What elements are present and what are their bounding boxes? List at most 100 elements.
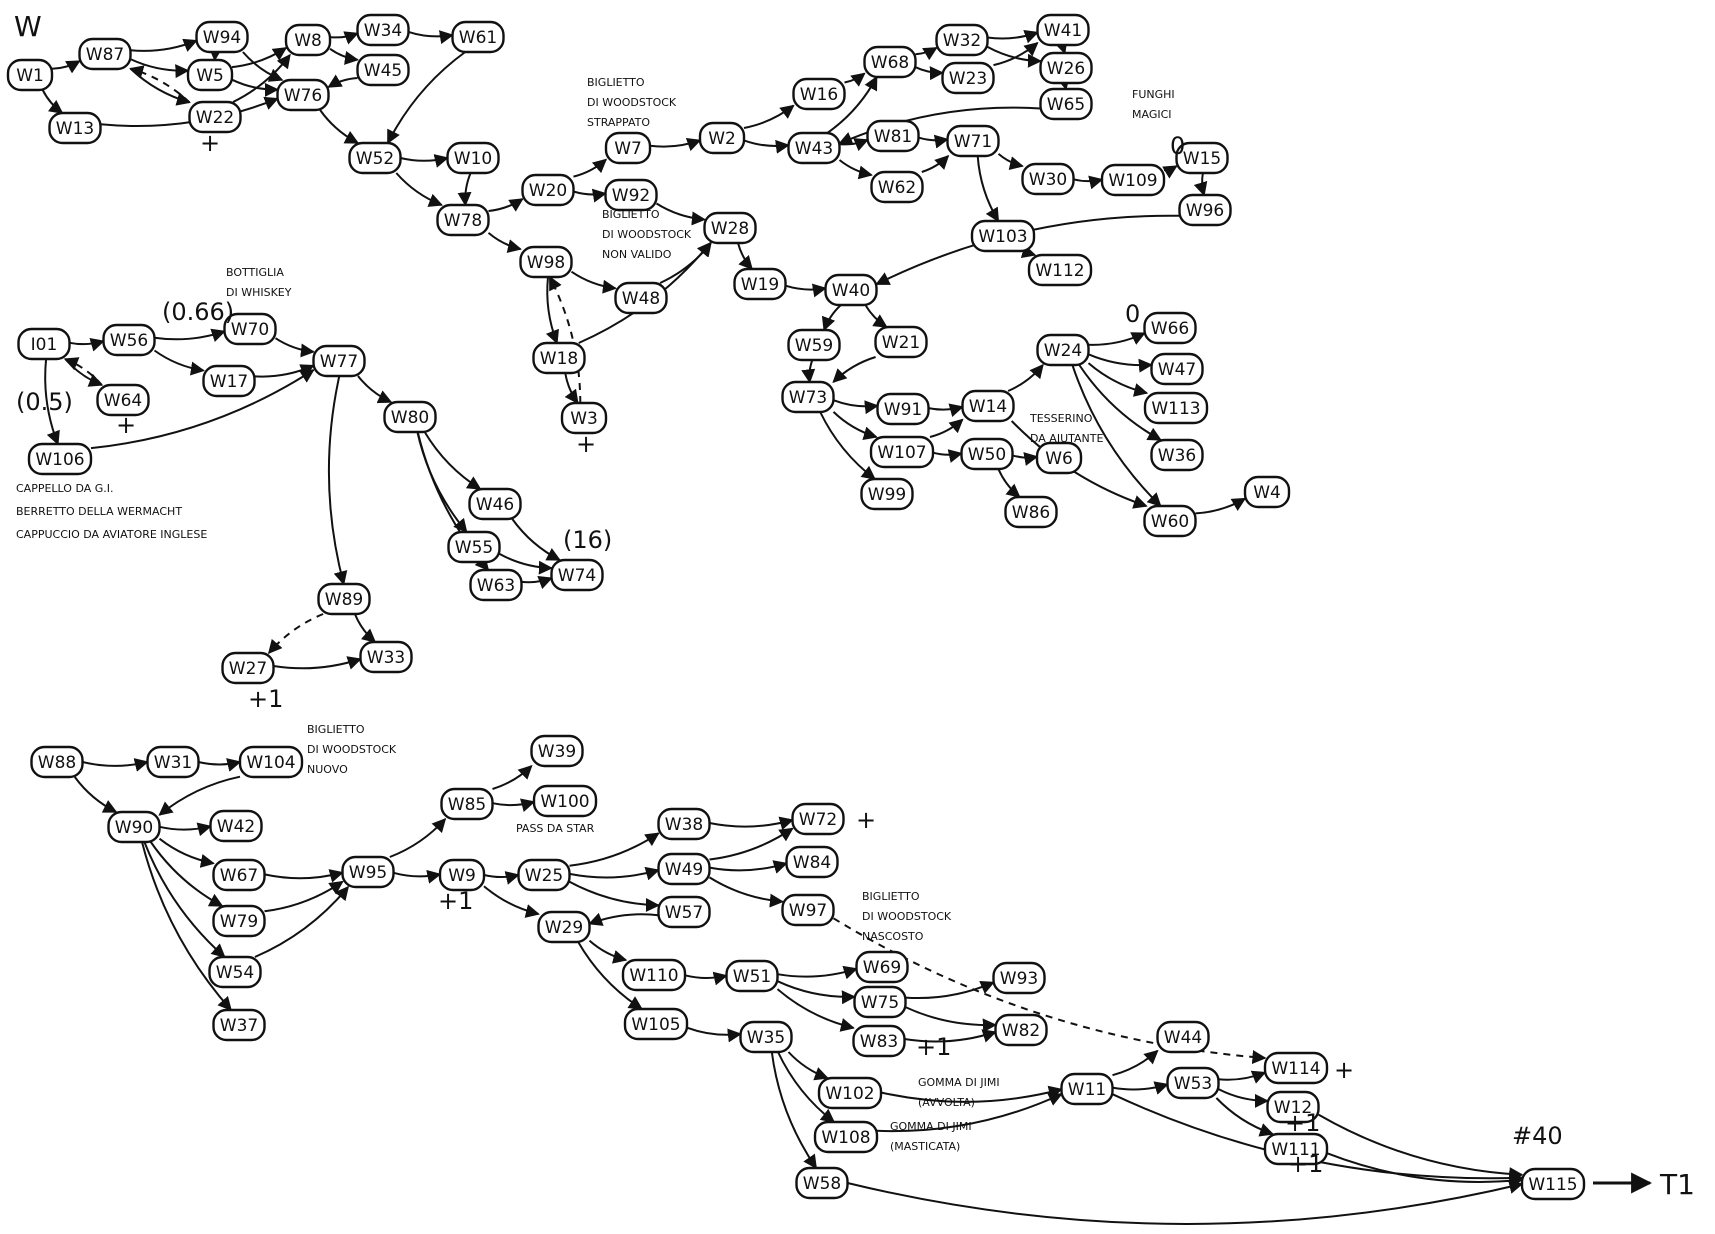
note-gomma-avvolta-line: (AVVOLTA)	[918, 1096, 975, 1109]
node-label: W63	[477, 576, 515, 596]
edge-w59-w73	[801, 359, 816, 384]
edge-w29-w105	[577, 941, 643, 1010]
note-gomma-avvolta-line: GOMMA DI JIMI	[918, 1076, 1000, 1089]
node-box	[195, 20, 249, 54]
edge-w15-w96	[1193, 172, 1208, 197]
edge-w51-w83	[776, 988, 855, 1032]
node-w114: W114	[1263, 1051, 1329, 1085]
node-label: W32	[943, 31, 981, 51]
mark-W111-plus: +1	[1288, 1150, 1323, 1178]
node-w39: W39	[530, 734, 584, 768]
mark-W70-count: (0.66)	[162, 298, 234, 326]
node-label: W107	[877, 443, 926, 463]
node-w14: W14	[961, 389, 1015, 423]
node-i01: I01	[17, 327, 71, 361]
node-w33: W33	[359, 640, 413, 674]
mark-W9-plus: +1	[438, 887, 473, 915]
edge-w8-w45	[329, 47, 359, 65]
node-label: W104	[246, 753, 295, 773]
edge-w40-w59	[821, 304, 842, 332]
node-label: W79	[220, 912, 258, 932]
node-box	[994, 1013, 1048, 1047]
node-w107: W107	[869, 435, 935, 469]
edge-w110-w51	[684, 971, 728, 986]
node-box	[725, 959, 779, 993]
node-box	[317, 582, 371, 616]
node-label: W77	[320, 352, 358, 372]
node-box	[1156, 1020, 1210, 1054]
node-w47: W47	[1150, 352, 1204, 386]
node-label: W10	[454, 149, 492, 169]
edge-w25-w38	[569, 832, 660, 867]
node-label: W28	[711, 219, 749, 239]
node-label: W68	[871, 53, 909, 73]
node-w63: W63	[469, 568, 523, 602]
node-label: W21	[882, 333, 920, 353]
edge-w19-w40	[785, 283, 827, 298]
edge-w73-w99	[819, 411, 876, 480]
node-box	[550, 558, 604, 592]
node-label: W110	[629, 966, 678, 986]
node-w9: W9	[438, 858, 486, 892]
mark-W83-plus: +1	[916, 1033, 951, 1061]
edge-w81-w71	[918, 134, 949, 149]
edge-w40-w21	[864, 304, 888, 328]
edge-w7-w2	[649, 137, 702, 152]
edge-w91-w14	[928, 403, 964, 418]
edge-w49-w84	[709, 860, 788, 874]
node-label: W73	[789, 388, 827, 408]
edge-w20-w7	[573, 158, 608, 178]
note-cappello-line: CAPPELLO DA G.I.	[16, 482, 114, 495]
edge-w32-w26	[987, 46, 1042, 68]
node-box	[560, 401, 608, 435]
node-label: W12	[1274, 1098, 1312, 1118]
node-w97: W97	[781, 893, 835, 927]
node-label: W42	[217, 817, 255, 837]
edge-w24-w113	[1087, 362, 1149, 397]
node-label: W89	[325, 590, 363, 610]
edge-i01-w64	[64, 358, 104, 387]
node-w68: W68	[863, 45, 917, 79]
node-label: W53	[1174, 1074, 1212, 1094]
edge-w51-w75	[777, 980, 856, 1005]
node-box	[238, 745, 304, 779]
node-label: W64	[104, 391, 142, 411]
edge-w111-w115	[1326, 1152, 1524, 1189]
node-w104: W104	[238, 745, 304, 779]
edge-w88-w90	[73, 776, 118, 813]
edge-w95-w9	[393, 869, 442, 884]
node-w113: W113	[1143, 391, 1209, 425]
node-box	[1263, 1132, 1329, 1166]
edge-w51-w69	[777, 965, 858, 980]
node-label: W25	[525, 866, 563, 886]
node-w60: W60	[1143, 504, 1197, 538]
node-label: W54	[216, 963, 254, 983]
node-label: W106	[35, 450, 84, 470]
note-pass-line: PASS DA STAR	[516, 822, 595, 835]
edge-w3-w98	[548, 275, 582, 404]
node-box	[781, 893, 835, 927]
node-label: W76	[284, 86, 322, 106]
note-biglietto-nascosto-line: NASCOSTO	[862, 930, 924, 943]
node-w45: W45	[356, 53, 410, 87]
node-label: W39	[538, 742, 576, 762]
node-box	[824, 273, 878, 307]
node-box	[102, 323, 156, 357]
edge-w89-w33	[353, 613, 377, 643]
edge-w87-w22	[129, 67, 191, 106]
edge-w85-w100	[492, 798, 536, 813]
note-bottiglia-line: DI WHISKEY	[226, 286, 292, 299]
edge-w12-w115	[1318, 1113, 1524, 1182]
mark-W22-cross: +	[200, 129, 220, 157]
node-label: W75	[861, 993, 899, 1013]
node-w42: W42	[209, 809, 263, 843]
node-box	[1150, 352, 1204, 386]
edge-w11-w44	[1112, 1049, 1159, 1077]
node-label: W52	[356, 149, 394, 169]
node-box	[348, 141, 402, 175]
edge-w85-w39	[492, 765, 533, 790]
edge-w23-w41	[993, 41, 1039, 67]
edge-w50-w86	[997, 468, 1021, 498]
